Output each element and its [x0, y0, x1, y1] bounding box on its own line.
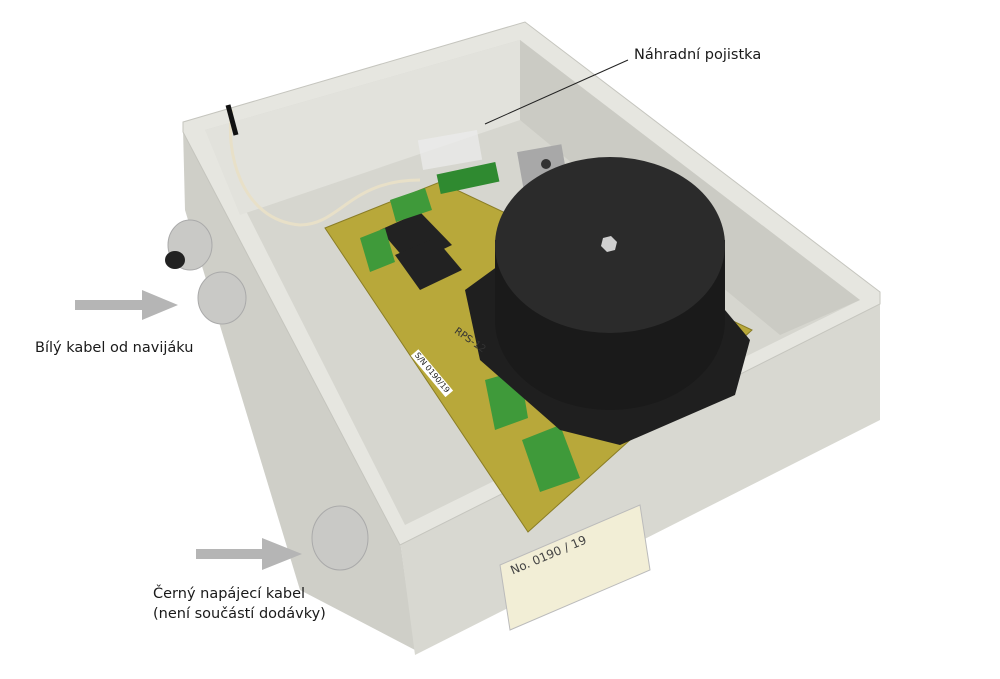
label-black-cable: Černý napájecí kabel — [153, 586, 306, 602]
leader-line-fuse — [484, 59, 629, 125]
relays — [380, 212, 462, 290]
arrow-white-cable — [75, 290, 178, 320]
black-wire-tip — [225, 104, 239, 136]
cable-gland-white — [167, 219, 369, 571]
white-cable — [228, 109, 421, 227]
label-white-cable: Bílý kabel od navijáku — [35, 340, 194, 356]
label-spare-fuse: Náhradní pojistka — [634, 47, 762, 63]
transformer-center-hole — [601, 236, 617, 252]
enclosure-back-wall — [205, 40, 520, 215]
terminal-blocks — [360, 188, 580, 492]
black-cable-end — [165, 251, 185, 269]
product-sticker — [499, 504, 651, 631]
arrow-black-cable — [196, 538, 302, 570]
fuse-holder — [436, 161, 500, 195]
spare-fuse-bag — [417, 130, 483, 170]
label-black-cable-note: (není součástí dodávky) — [153, 606, 326, 622]
